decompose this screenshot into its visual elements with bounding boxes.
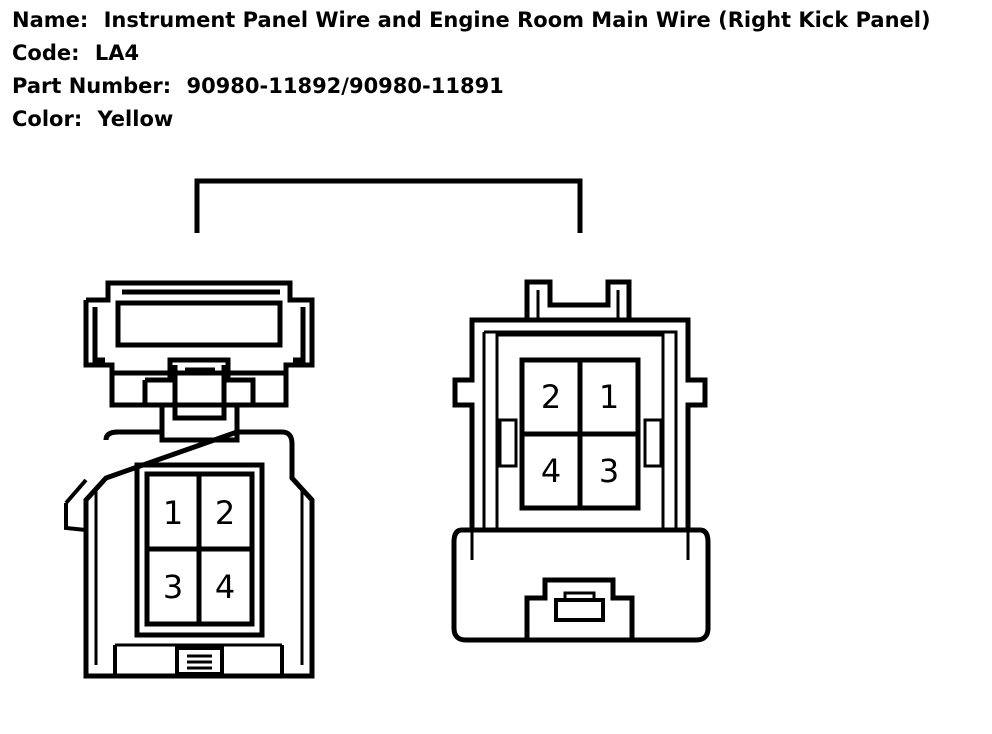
right-lower-hood: [451, 527, 711, 643]
part-number-value: 90980-11892/90980-11891: [186, 74, 504, 98]
color-row: Color: Yellow: [12, 103, 931, 136]
right-connector: [451, 279, 711, 643]
right-top-tabs: [524, 279, 632, 320]
name-row: Name: Instrument Panel Wire and Engine R…: [12, 4, 931, 37]
code-value: LA4: [94, 41, 140, 65]
name-label: Name:: [12, 8, 89, 32]
left-body: [83, 429, 315, 679]
left-pin-label: 1: [163, 494, 183, 532]
left-pin-label: 4: [215, 568, 235, 606]
right-pin-label: 4: [541, 452, 561, 490]
color-label: Color:: [12, 107, 83, 131]
right-pin-label: 2: [541, 378, 561, 416]
left-latch-lever: [115, 300, 283, 348]
left-pin-label: 3: [163, 568, 183, 606]
right-lock-tab: [524, 577, 635, 640]
code-label: Code:: [12, 41, 80, 65]
part-number-label: Part Number:: [12, 74, 172, 98]
left-pin-labels: 1 2 3 4: [163, 494, 235, 606]
right-pin-label: 1: [599, 378, 619, 416]
left-latch-housing: [86, 280, 315, 373]
right-pin-labels: 2 1 4 3: [541, 378, 619, 490]
left-connector: [64, 280, 315, 679]
mating-bracket: [194, 178, 583, 233]
left-pin-label: 2: [215, 494, 235, 532]
left-lock-tab: [175, 646, 224, 676]
connector-info: Name: Instrument Panel Wire and Engine R…: [12, 4, 931, 136]
code-row: Code: LA4: [12, 37, 931, 70]
left-latch-button: [145, 357, 256, 405]
right-pin-label: 3: [599, 452, 619, 490]
color-value: Yellow: [97, 107, 174, 131]
name-value: Instrument Panel Wire and Engine Room Ma…: [103, 8, 931, 32]
part-number-row: Part Number: 90980-11892/90980-11891: [12, 70, 931, 103]
